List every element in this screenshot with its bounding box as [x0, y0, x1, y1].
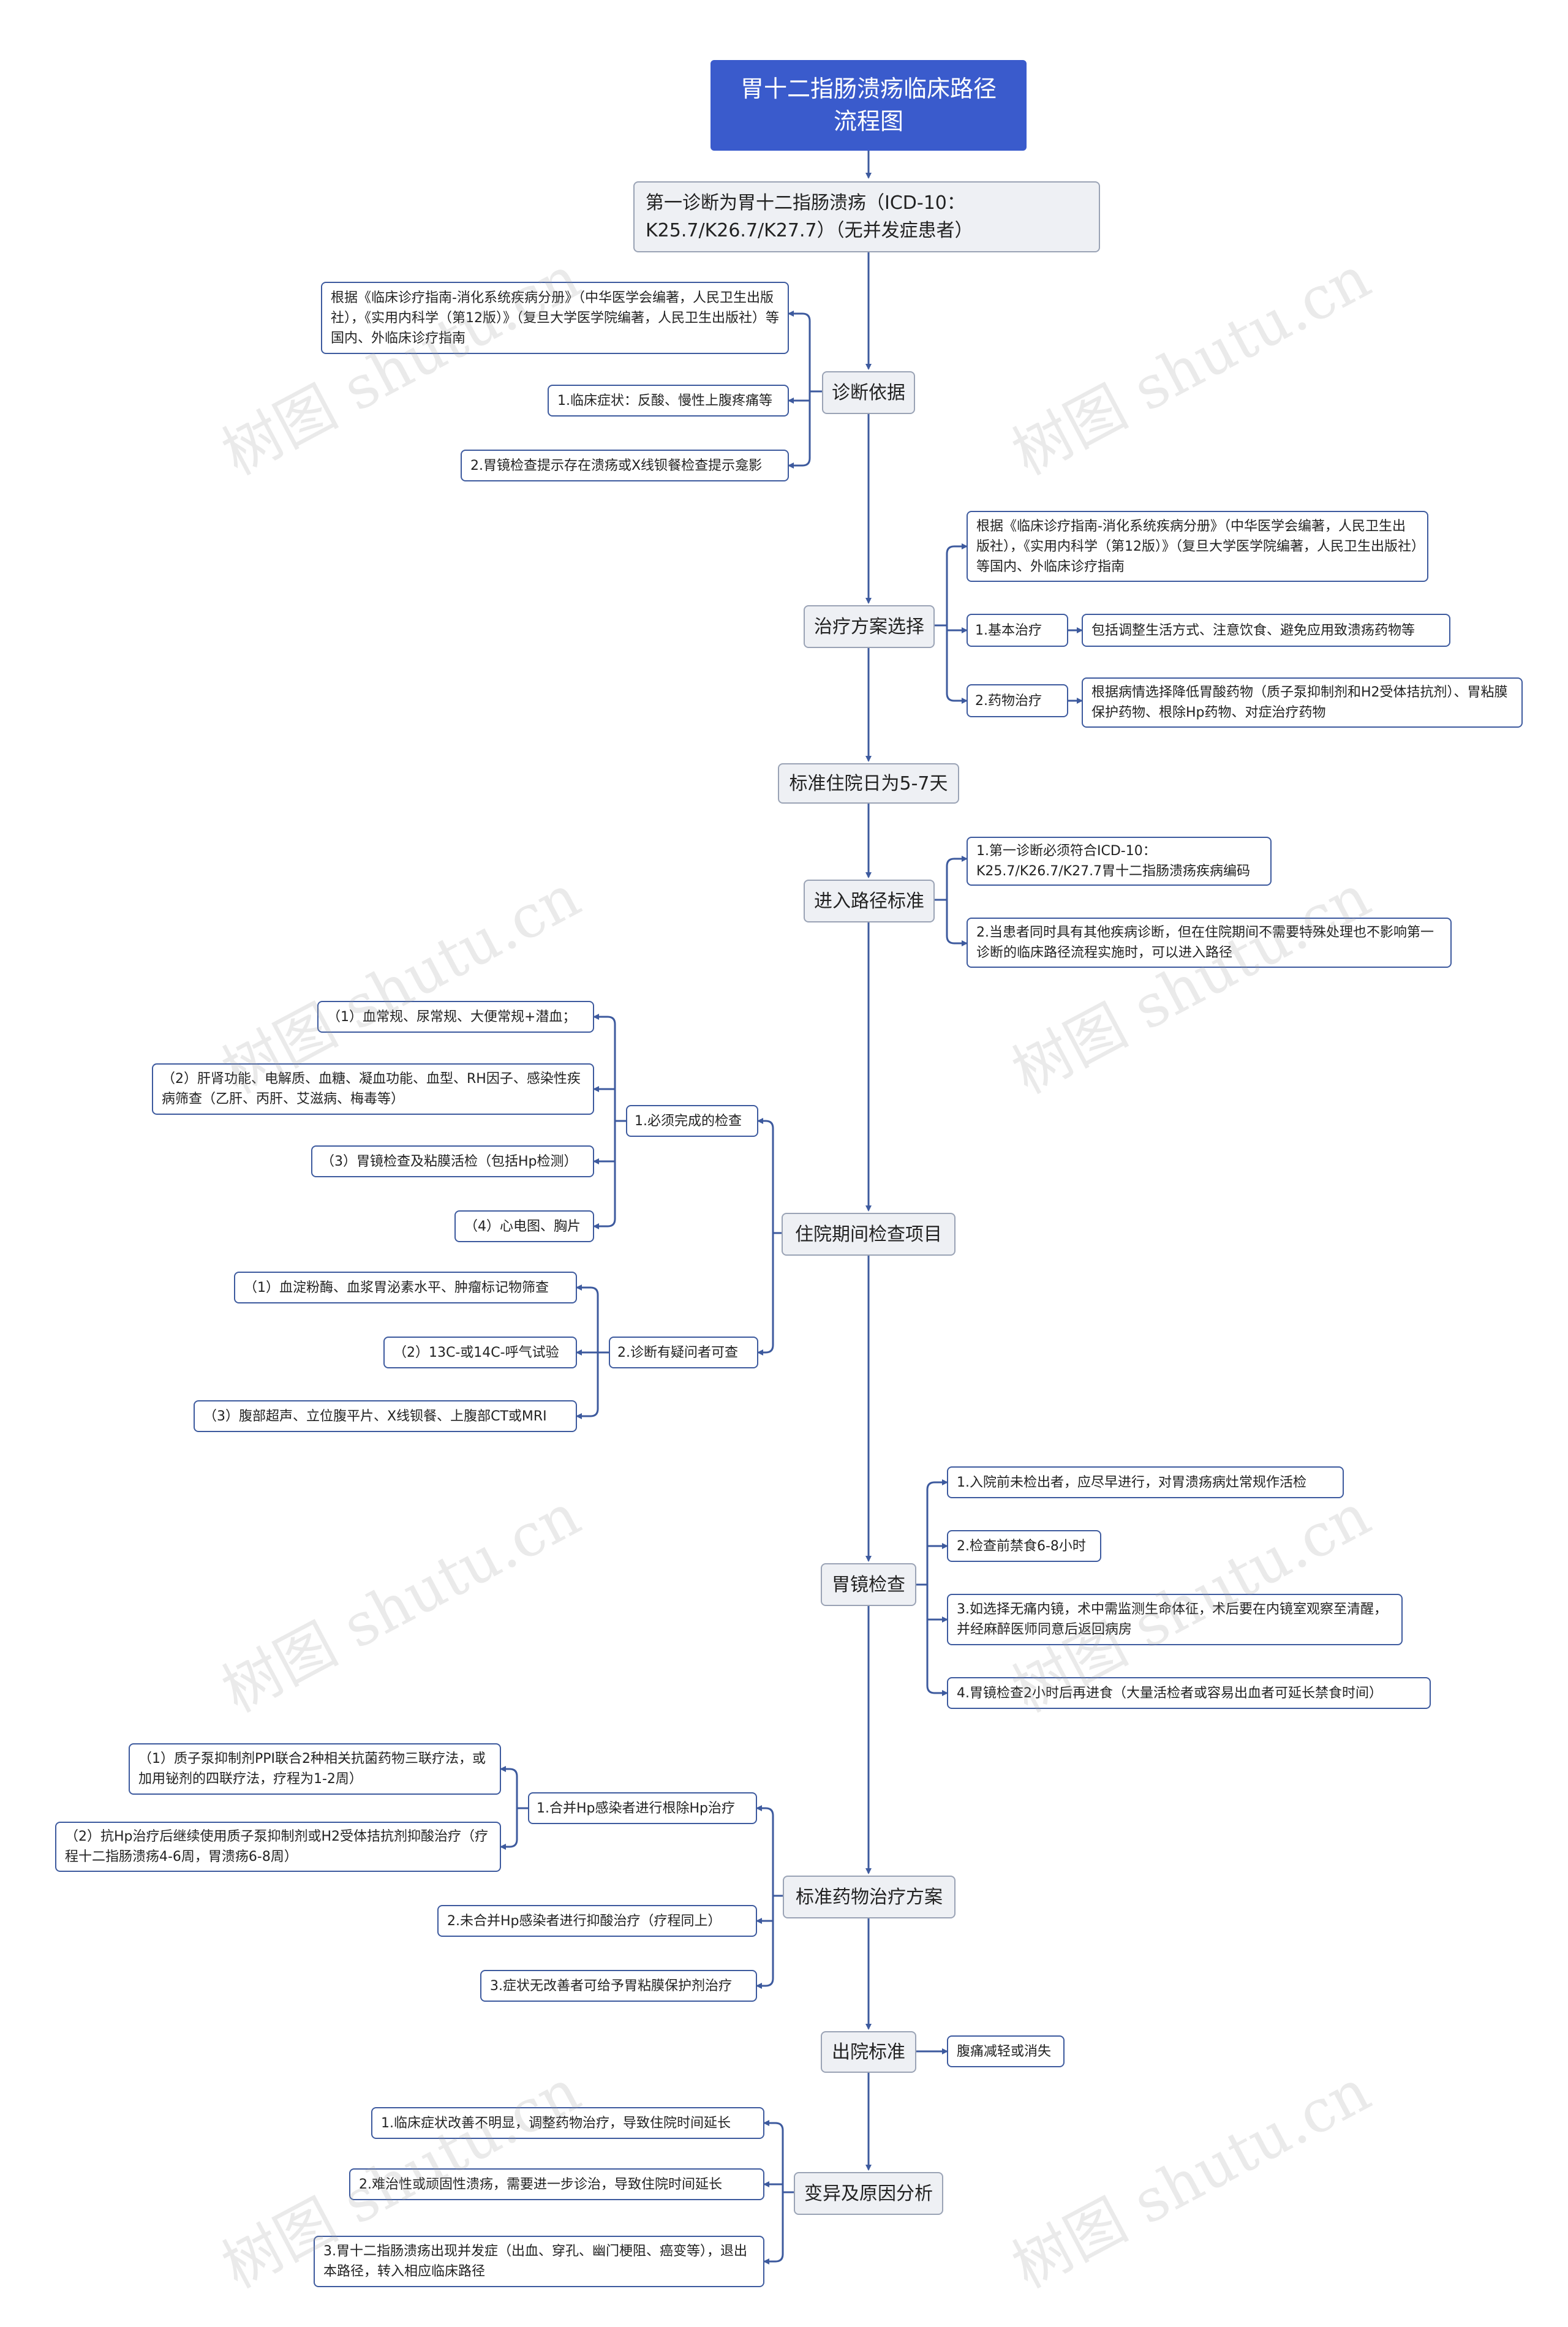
exam-required: 1.必须完成的检查 — [626, 1105, 758, 1137]
drug-plan-mucosa: 3.症状无改善者可给予胃粘膜保护剂治疗 — [480, 1970, 757, 2002]
exam-required-1: （1）血常规、尿常规、大便常规+潜血； — [317, 1001, 594, 1033]
treatment-basic-detail: 包括调整生活方式、注意饮食、避免应用致溃疡药物等 — [1082, 614, 1450, 647]
main-node-drug-plan: 标准药物治疗方案 — [783, 1876, 956, 1918]
drug-plan-no-hp: 2.未合并Hp感染者进行抑酸治疗（疗程同上） — [437, 1905, 757, 1937]
exam-optional-2: （2）13C-或14C-呼气试验 — [383, 1337, 577, 1368]
diagnosis-endoscopy: 2.胃镜检查提示存在溃疡或X线钡餐检查提示龛影 — [461, 450, 789, 481]
endoscopy-1: 1.入院前未检出者，应尽早进行，对胃溃疡病灶常规作活检 — [947, 1466, 1344, 1498]
discharge-criteria: 腹痛减轻或消失 — [947, 2035, 1065, 2067]
drug-plan-hp: 1.合并Hp感染者进行根除Hp治疗 — [528, 1792, 757, 1824]
exam-required-3: （3）胃镜检查及粘膜活检（包括Hp检测） — [311, 1145, 594, 1177]
endoscopy-4: 4.胃镜检查2小时后再进食（大量活检者或容易出血者可延长禁食时间） — [947, 1677, 1431, 1709]
main-node-treatment-plan: 治疗方案选择 — [804, 605, 935, 648]
main-node-first-diagnosis: 第一诊断为胃十二指肠溃疡（ICD-10：K25.7/K26.7/K27.7）（无… — [633, 181, 1100, 252]
exam-optional-3: （3）腹部超声、立位腹平片、X线钡餐、上腹部CT或MRI — [194, 1400, 577, 1432]
root-title-text: 胃十二指肠溃疡临床路径流程图 — [740, 75, 997, 135]
drug-plan-hp-1: （1）质子泵抑制剂PPI联合2种相关抗菌药物三联疗法，或加用铋剂的四联疗法，疗程… — [129, 1743, 501, 1795]
drug-plan-hp-2: （2）抗Hp治疗后继续使用质子泵抑制剂或H2受体拮抗剂抑酸治疗（疗程十二指肠溃疡… — [55, 1822, 501, 1872]
main-node-endoscopy: 胃镜检查 — [821, 1563, 916, 1606]
endoscopy-2: 2.检查前禁食6-8小时 — [947, 1530, 1101, 1562]
main-node-discharge: 出院标准 — [821, 2031, 916, 2073]
variation-1: 1.临床症状改善不明显，调整药物治疗，导致住院时间延长 — [371, 2107, 764, 2139]
main-node-inpatient-exams: 住院期间检查项目 — [782, 1213, 956, 1256]
variation-3: 3.胃十二指肠溃疡出现并发症（出血、穿孔、幽门梗阻、癌变等），退出本路径，转入相… — [314, 2236, 764, 2287]
main-node-diagnosis-basis: 诊断依据 — [822, 371, 915, 414]
diagnosis-symptoms: 1.临床症状：反酸、慢性上腹疼痛等 — [548, 385, 789, 417]
treatment-drug-detail: 根据病情选择降低胃酸药物（质子泵抑制剂和H2受体拮抗剂）、胃粘膜保护药物、根除H… — [1082, 677, 1523, 728]
entry-criteria-1: 1.第一诊断必须符合ICD-10：K25.7/K26.7/K27.7胃十二指肠溃… — [967, 837, 1272, 886]
main-node-hospital-stay: 标准住院日为5-7天 — [778, 763, 959, 804]
treatment-guide: 根据《临床诊疗指南-消化系统疾病分册》（中华医学会编著，人民卫生出版社），《实用… — [967, 511, 1428, 582]
variation-2: 2.难治性或顽固性溃疡，需要进一步诊治，导致住院时间延长 — [349, 2168, 764, 2200]
exam-optional-1: （1）血淀粉酶、血浆胃泌素水平、肿瘤标记物筛查 — [234, 1272, 577, 1303]
exam-required-4: （4）心电图、胸片 — [454, 1210, 594, 1242]
endoscopy-3: 3.如选择无痛内镜，术中需监测生命体征，术后要在内镜室观察至清醒，并经麻醉医师同… — [947, 1594, 1403, 1645]
diagnosis-guide: 根据《临床诊疗指南-消化系统疾病分册》（中华医学会编著，人民卫生出版社），《实用… — [321, 282, 789, 354]
treatment-drug: 2.药物治疗 — [967, 684, 1068, 717]
root-title: 胃十二指肠溃疡临床路径流程图 — [710, 60, 1027, 151]
main-node-entry-criteria: 进入路径标准 — [804, 880, 935, 922]
exam-required-2: （2）肝肾功能、电解质、血糖、凝血功能、血型、RH因子、感染性疾病筛查（乙肝、丙… — [152, 1063, 594, 1115]
exam-optional: 2.诊断有疑问者可查 — [609, 1337, 758, 1368]
entry-criteria-2: 2.当患者同时具有其他疾病诊断，但在住院期间不需要特殊处理也不影响第一诊断的临床… — [967, 918, 1452, 968]
treatment-basic: 1.基本治疗 — [967, 614, 1068, 647]
main-node-variation: 变异及原因分析 — [794, 2172, 943, 2215]
